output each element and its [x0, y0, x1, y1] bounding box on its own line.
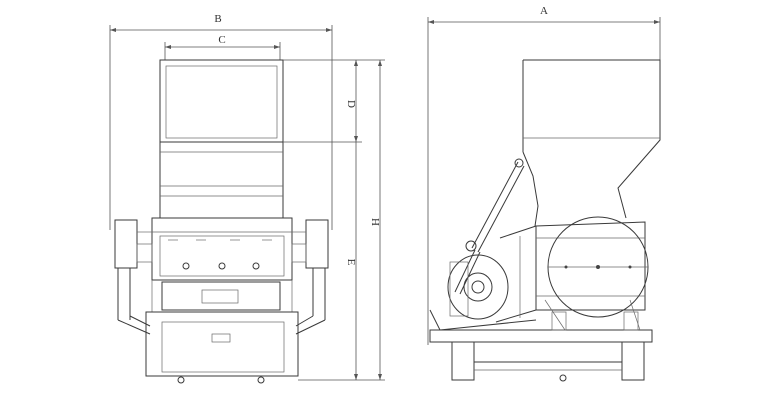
front-view: B C — [109, 13, 385, 384]
dimension-h-label: H — [369, 218, 381, 226]
hydraulic-cylinder — [454, 158, 525, 295]
bolt-icon — [218, 262, 226, 270]
dimension-b-label: B — [214, 13, 221, 25]
front-screen-box — [161, 281, 281, 311]
bolt-icon — [252, 262, 260, 270]
dimension-a-label: A — [540, 5, 548, 17]
dimension-d-label: D — [345, 100, 357, 108]
side-leg-right — [621, 341, 645, 381]
dimension-e: E — [298, 142, 362, 381]
dimension-a: A — [427, 5, 661, 345]
wheel-icon — [257, 376, 265, 384]
side-leg-left — [451, 341, 475, 381]
side-cutting-chamber — [535, 221, 646, 311]
front-base — [145, 311, 299, 377]
dimension-c-label: C — [218, 34, 225, 46]
bolt-icon — [182, 262, 190, 270]
dimension-e-label: E — [345, 259, 357, 266]
left-guard — [114, 219, 138, 269]
front-cutting-chamber — [151, 217, 293, 281]
dimension-c: C — [164, 34, 281, 60]
right-guard — [305, 219, 329, 269]
dimension-h: H — [362, 59, 385, 381]
dimension-d: D — [283, 59, 362, 143]
side-frame — [429, 329, 653, 343]
side-view: A — [427, 5, 661, 382]
wheel-icon — [559, 374, 567, 382]
dimension-b: B — [109, 13, 333, 230]
side-hopper — [523, 59, 661, 219]
wheel-icon — [177, 376, 185, 384]
front-hopper — [159, 59, 284, 143]
motor-pulley — [447, 254, 509, 320]
